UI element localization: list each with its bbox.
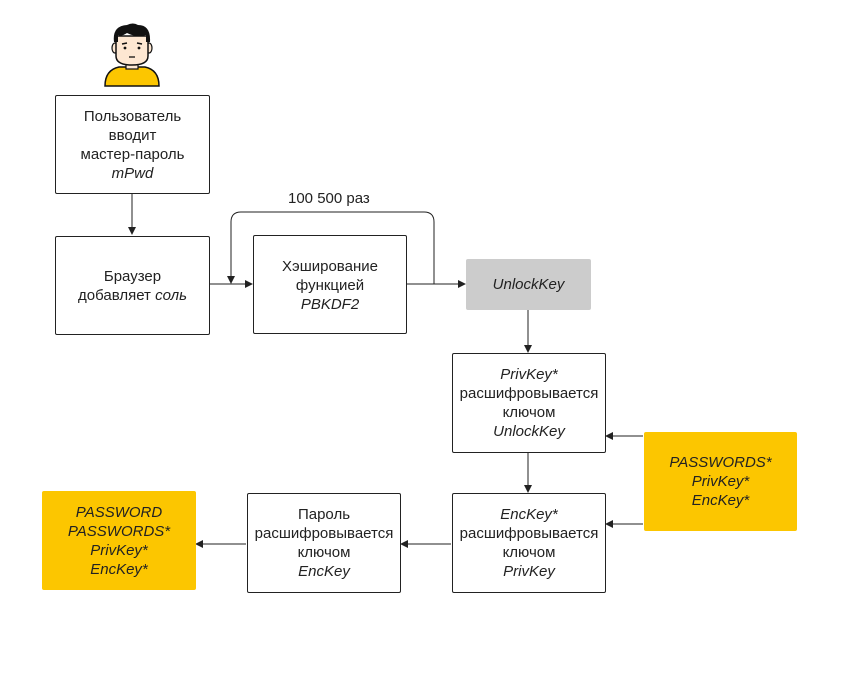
box-text: Хэширование xyxy=(282,258,378,275)
box-text: PrivKey* xyxy=(691,473,750,490)
box-text: Пароль xyxy=(297,506,351,523)
enter-master-password-box: Пользователь вводит мастер-пароль mPwd xyxy=(55,95,210,194)
box-text: расшифровывается xyxy=(459,525,599,542)
box-text: PrivKey* xyxy=(90,541,148,559)
decrypted-result-box: PASSWORD PASSWORDS* PrivKey* EncKey* xyxy=(42,491,196,590)
box-text: EncKey xyxy=(298,563,350,580)
password-decrypt-box: Пароль расшифровывается ключом EncKey xyxy=(247,493,401,593)
box-text: ключом xyxy=(297,544,351,561)
enckey-decrypt-box: EncKey* расшифровывается ключом PrivKey xyxy=(452,493,606,593)
box-text: расшифровывается xyxy=(459,385,599,402)
box-text: EncKey* xyxy=(500,506,558,523)
box-text: ключом xyxy=(502,544,556,561)
box-text: PBKDF2 xyxy=(300,296,360,313)
box-text: функцией xyxy=(295,277,365,294)
browser-adds-salt-box: Браузер добавляет соль xyxy=(55,236,210,335)
server-encrypted-data-box: PASSWORDS* PrivKey* EncKey* xyxy=(644,432,797,531)
box-text: PASSWORD xyxy=(75,503,163,521)
box-text: EncKey* xyxy=(691,492,750,509)
box-text-line: добавляет соль xyxy=(78,286,187,305)
box-text: PrivKey xyxy=(503,563,555,580)
privkey-decrypt-box: PrivKey* расшифровывается ключом UnlockK… xyxy=(452,353,606,453)
box-text: UnlockKey xyxy=(492,276,565,293)
loop-count-label: 100 500 раз xyxy=(288,190,370,207)
box-text: UnlockKey xyxy=(493,423,565,440)
box-text: соль xyxy=(155,286,187,304)
box-text: Браузер xyxy=(103,267,162,285)
unlock-key-box: UnlockKey xyxy=(466,259,591,310)
box-text: PASSWORDS* xyxy=(67,522,171,540)
pbkdf2-hashing-box: Хэширование функцией PBKDF2 xyxy=(253,235,407,334)
box-text: добавляет xyxy=(78,286,156,304)
box-text: вводит xyxy=(108,126,157,144)
box-text: ключом xyxy=(502,404,556,421)
box-text: PASSWORDS* xyxy=(669,454,772,471)
box-text: расшифровывается xyxy=(254,525,394,542)
user-avatar-icon xyxy=(104,23,160,87)
box-text: PrivKey* xyxy=(500,366,558,383)
box-text: mPwd xyxy=(111,164,154,182)
box-text: EncKey* xyxy=(90,560,148,578)
box-text: Пользователь xyxy=(83,107,182,125)
loop-arrow xyxy=(227,211,435,284)
box-text: мастер-пароль xyxy=(80,145,185,163)
